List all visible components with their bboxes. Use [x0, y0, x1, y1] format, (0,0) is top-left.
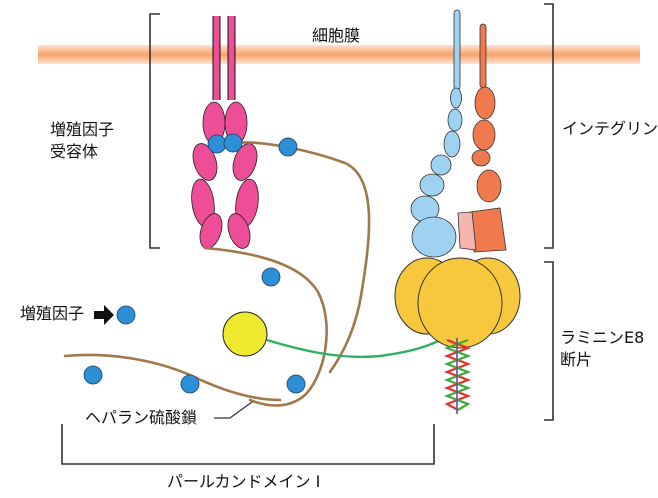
integrin-label: インテグリン [562, 119, 658, 138]
perlecan-bracket [61, 424, 435, 465]
laminin-label-line1: ラミニンE8 [560, 328, 645, 347]
integrin-bracket [544, 3, 554, 249]
arrow-icon [94, 305, 114, 325]
integrin-beta-headpiece [457, 211, 477, 251]
receptor-label-line2: 受容体 [50, 142, 99, 161]
receptor-bracket [149, 13, 160, 249]
heparan-sulfate-chains [63, 141, 371, 407]
receptor-label-line1: 増殖因子 [50, 120, 115, 139]
growth-factor-label: 増殖因子 [20, 304, 85, 323]
growth-factor-receptor [191, 16, 259, 249]
perlecan-label: パールカンドメイン I [167, 472, 321, 491]
laminin-label-line2: 断片 [560, 350, 593, 369]
heparan-sulfate-label: ヘパラン硫酸鎖 [85, 408, 198, 427]
integrin-alpha-subunit [410, 9, 463, 258]
heparan-label-leader [214, 401, 253, 419]
laminin-bracket [544, 261, 554, 421]
integrin-beta-subunit [469, 23, 507, 253]
coiled-coil-helix [443, 338, 472, 414]
laminin-e8-fragment [394, 257, 521, 349]
membrane-label: 細胞膜 [312, 26, 361, 45]
growth-factor-dots [83, 133, 306, 394]
cell-membrane [38, 45, 640, 64]
perlecan-domain [222, 311, 268, 357]
